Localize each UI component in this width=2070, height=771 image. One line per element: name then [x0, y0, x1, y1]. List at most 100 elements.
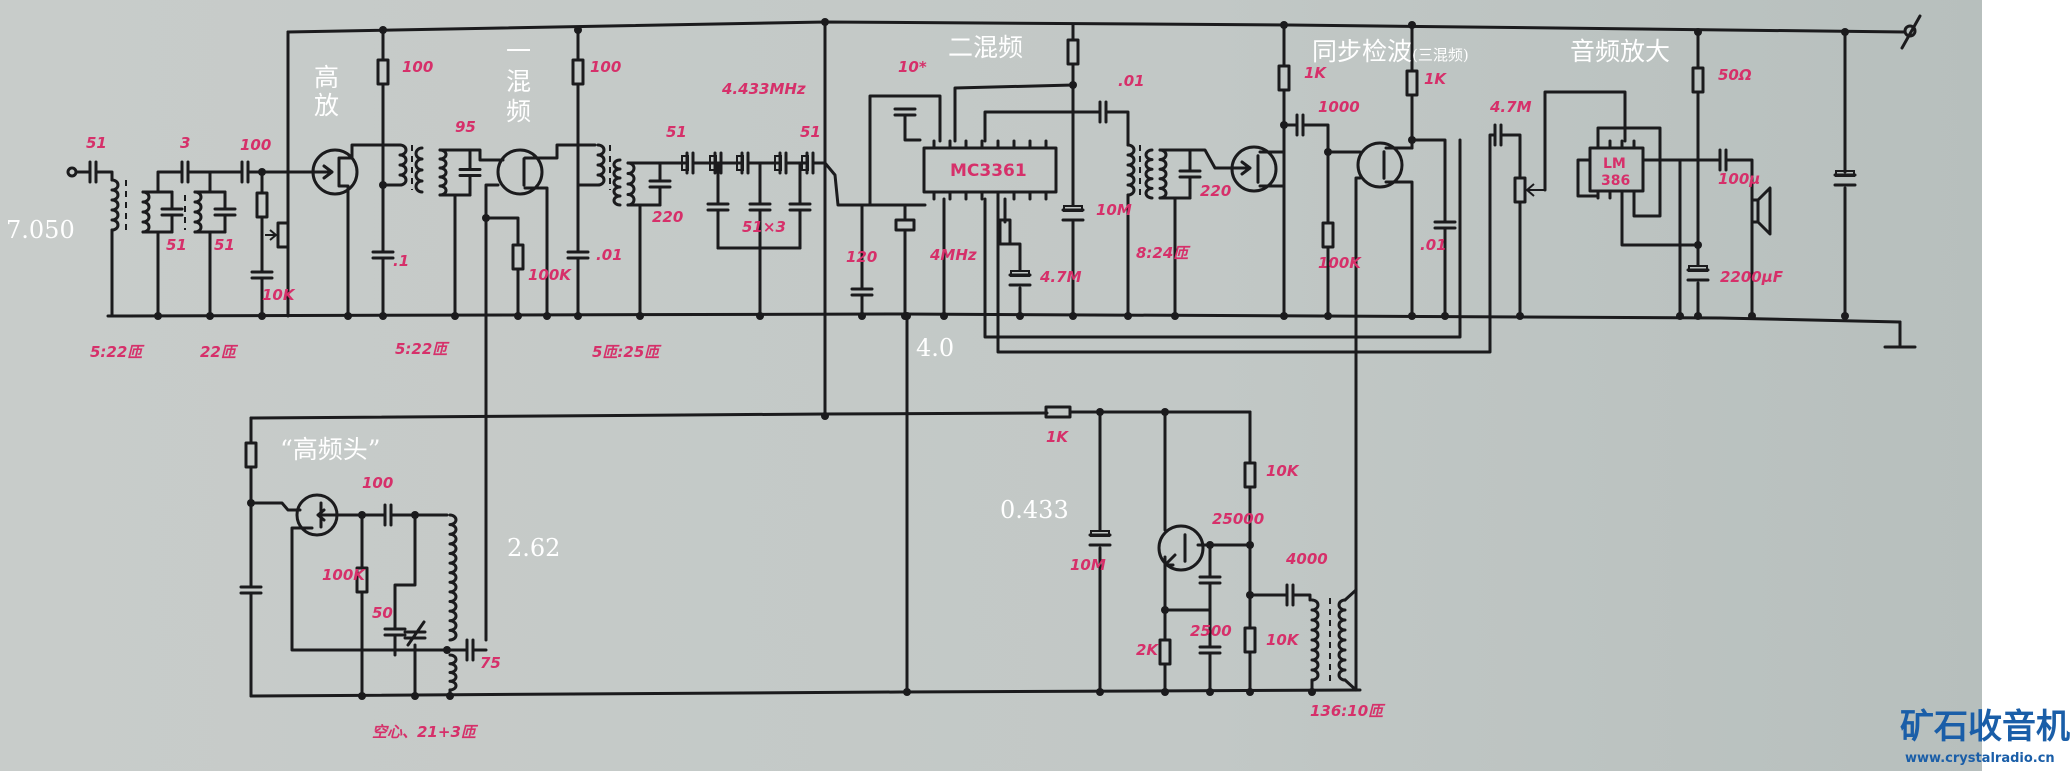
component-value-label: 51 — [86, 134, 107, 152]
junction-dot — [574, 312, 582, 320]
component-value-label: 2K — [1136, 641, 1159, 659]
junction-dot — [821, 18, 829, 26]
junction-dot — [940, 312, 948, 320]
wire — [983, 110, 1102, 143]
junction-dot — [1676, 312, 1684, 320]
gate-arrow — [303, 164, 334, 180]
component-value-label: 4000 — [1285, 550, 1328, 568]
junction-dot — [1016, 312, 1024, 320]
component-value-label: 95 — [455, 118, 476, 136]
component-value-label: 3 — [180, 134, 190, 152]
junction-dot — [1841, 312, 1849, 320]
variable-capacitor — [403, 620, 427, 647]
wire — [868, 94, 907, 207]
loop-wire-detector — [983, 138, 1462, 339]
component-value-label: 50Ω — [1718, 66, 1752, 84]
wire — [1488, 133, 1497, 152]
junction-dot — [1408, 312, 1416, 320]
crystal-4mhz — [894, 218, 916, 232]
freq-input: 7.050 — [6, 216, 75, 244]
junction-dot — [1280, 312, 1288, 320]
wire — [393, 513, 417, 630]
ic-labels: MC3361 LM 386 — [950, 156, 1630, 189]
junction-dot — [1841, 28, 1849, 36]
component-value-label: 10M — [1070, 556, 1106, 574]
junction-dot — [1069, 312, 1077, 320]
volume-pot-wiper — [1525, 183, 1545, 197]
component-value-label: 1K — [1424, 70, 1447, 88]
coil-symbol — [193, 190, 203, 234]
component-value-label: .1 — [393, 252, 409, 270]
component-value-label: 1K — [1046, 428, 1069, 446]
ceramic-filter-element — [681, 155, 689, 171]
component-value-label: 1000 — [1318, 98, 1360, 116]
component-value-label: 100 — [240, 136, 271, 154]
junction-dot — [756, 312, 764, 320]
transistor-symbol — [1356, 141, 1404, 189]
coil-symbol — [1310, 598, 1320, 682]
component-value-label: 4.7M — [1489, 98, 1532, 116]
coil-symbol — [110, 178, 120, 232]
wire — [484, 183, 500, 642]
component-value-label: 100μ — [1718, 170, 1760, 188]
junction-dot — [1161, 688, 1169, 696]
component-value-label: 5:22匝 — [395, 340, 450, 358]
mixer-ic-body — [922, 146, 1058, 194]
junction-dot — [1096, 688, 1104, 696]
ground-rail — [106, 312, 1902, 324]
power-terminal-mark — [1900, 14, 1922, 50]
coil-symbol — [1126, 143, 1136, 197]
wire — [1543, 90, 1627, 192]
component-value-label: 1K — [1304, 64, 1327, 82]
component-value-label: 100 — [362, 474, 393, 492]
junction-dot — [903, 312, 911, 320]
label-rf-amp-1: 高 — [314, 63, 339, 92]
label-audio-amp: 音频放大 — [1570, 37, 1670, 66]
coil-symbol — [1337, 598, 1347, 682]
component-value-label: 51 — [166, 236, 187, 254]
if-signal-wire — [811, 161, 927, 207]
wire — [1003, 242, 1022, 272]
component-value-label: 10K — [1266, 631, 1300, 649]
junction-dot — [206, 312, 214, 320]
component-value-label: 100K — [528, 266, 572, 284]
junction-dot — [636, 312, 644, 320]
component-value-label: 10K — [262, 286, 296, 304]
resistor-symbol — [276, 221, 290, 249]
junction-dot — [903, 688, 911, 696]
wire — [249, 501, 302, 512]
junction-dot — [1280, 21, 1288, 29]
junction-dot — [1124, 312, 1132, 320]
junction-dot — [574, 26, 582, 34]
component-value-label: 50 — [372, 604, 393, 622]
component-value-label: 51 — [800, 123, 821, 141]
component-value-label: 100 — [590, 58, 621, 76]
label-rf-head: “高频头” — [280, 435, 381, 464]
coil-symbol — [414, 146, 424, 194]
component-value-label: 2500 — [1190, 622, 1232, 640]
wire — [1596, 126, 1662, 218]
junction-dot — [451, 312, 459, 320]
wire — [903, 114, 922, 142]
gate-arrow — [1220, 160, 1252, 176]
wire — [94, 170, 114, 182]
coil-symbol — [626, 161, 636, 207]
component-value-label: 220 — [1200, 182, 1231, 200]
wire — [953, 83, 1075, 143]
component-value-label: 5:22匝 — [90, 343, 145, 361]
component-value-label: .01 — [596, 246, 623, 264]
component-value-label: 4MHz — [929, 246, 977, 264]
coil-symbol — [398, 143, 408, 187]
wire — [1343, 588, 1358, 602]
junction-dot — [1408, 21, 1416, 29]
component-value-label: 100K — [322, 566, 366, 584]
transistor-symbol — [496, 148, 544, 196]
component-value-label: 22匝 — [200, 343, 239, 361]
junction-dot — [154, 312, 162, 320]
wire — [1291, 593, 1312, 602]
component-value-label: 120 — [846, 248, 877, 266]
electrolytic-capacitor-body — [1688, 265, 1708, 272]
component-value-label: 2200μF — [1720, 268, 1784, 286]
junction-dot — [1246, 541, 1254, 549]
